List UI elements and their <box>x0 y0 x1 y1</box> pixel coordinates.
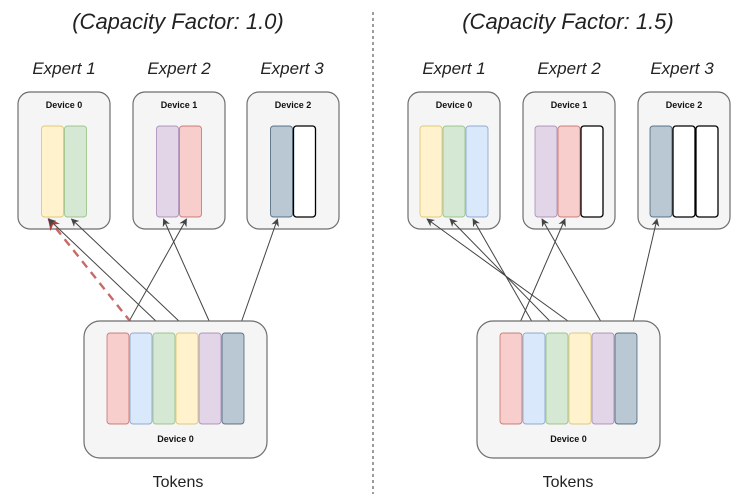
token-route <box>541 218 608 334</box>
token-purple <box>591 332 615 425</box>
tokens-label: Tokens <box>153 474 204 491</box>
empty-capacity-slot <box>580 125 604 218</box>
expert-slot-purple <box>534 125 558 218</box>
token-route <box>70 218 192 334</box>
expert-slot-slate <box>649 125 673 218</box>
token-route <box>515 218 566 334</box>
dropped-token-route <box>47 218 141 334</box>
expert-slot-red <box>179 125 202 218</box>
expert-label: Expert 3 <box>650 59 714 78</box>
device-container <box>132 91 226 230</box>
token-blue <box>522 332 546 425</box>
panel-capacity-1-0: (Capacity Factor: 1.0) Expert 1 Expert 2… <box>17 9 340 491</box>
empty-capacity-slot <box>695 125 719 218</box>
expert-slot-yellow <box>41 125 64 218</box>
expert-label: Expert 3 <box>260 59 324 78</box>
token-green <box>545 332 569 425</box>
token-slate <box>614 332 638 425</box>
token-yellow <box>175 332 199 425</box>
token-slate <box>221 332 245 425</box>
device-label: Device 2 <box>666 100 703 110</box>
token-green <box>152 332 176 425</box>
token-route <box>426 218 585 334</box>
device-container <box>17 91 111 230</box>
panel-capacity-1-5: (Capacity Factor: 1.5) Expert 1 Expert 2… <box>407 9 731 491</box>
empty-capacity-slot <box>672 125 696 218</box>
tokens-label: Tokens <box>543 474 594 491</box>
expert-device-box: Device 0 <box>17 91 111 230</box>
token-red <box>499 332 523 425</box>
panel-title: (Capacity Factor: 1.5) <box>462 9 674 34</box>
token-route <box>47 218 169 334</box>
token-device-box: Device 0 <box>476 320 661 459</box>
token-route <box>630 218 660 334</box>
device-label: Device 0 <box>436 100 473 110</box>
token-route <box>122 218 187 334</box>
token-route <box>162 218 215 334</box>
token-yellow <box>568 332 592 425</box>
token-device-box: Device 0 <box>83 320 268 459</box>
token-red <box>106 332 130 425</box>
device-label: Device 1 <box>161 100 198 110</box>
expert-slot-blue <box>465 125 489 218</box>
expert-device-box: Device 2 <box>637 91 731 230</box>
expert-device-box: Device 2 <box>246 91 340 230</box>
expert-slot-red <box>557 125 581 218</box>
expert-label: Expert 1 <box>422 59 485 78</box>
device-label: Device 0 <box>157 434 194 444</box>
panel-title: (Capacity Factor: 1.0) <box>72 9 284 34</box>
device-label: Device 0 <box>46 100 83 110</box>
token-blue <box>129 332 153 425</box>
expert-label: Expert 2 <box>537 59 601 78</box>
expert-slot-green <box>64 125 87 218</box>
token-purple <box>198 332 222 425</box>
expert-device-box: Device 1 <box>522 91 616 230</box>
expert-device-box: Device 0 <box>407 91 501 230</box>
expert-slot-yellow <box>419 125 443 218</box>
empty-capacity-slot <box>292 125 317 218</box>
device-label: Device 0 <box>550 434 587 444</box>
token-route <box>237 218 279 334</box>
device-label: Device 2 <box>275 100 312 110</box>
expert-slot-green <box>442 125 466 218</box>
expert-label: Expert 2 <box>147 59 211 78</box>
device-label: Device 1 <box>551 100 588 110</box>
expert-device-box: Device 1 <box>132 91 226 230</box>
expert-label: Expert 1 <box>32 59 95 78</box>
expert-slot-purple <box>156 125 179 218</box>
expert-slot-slate <box>270 125 293 218</box>
